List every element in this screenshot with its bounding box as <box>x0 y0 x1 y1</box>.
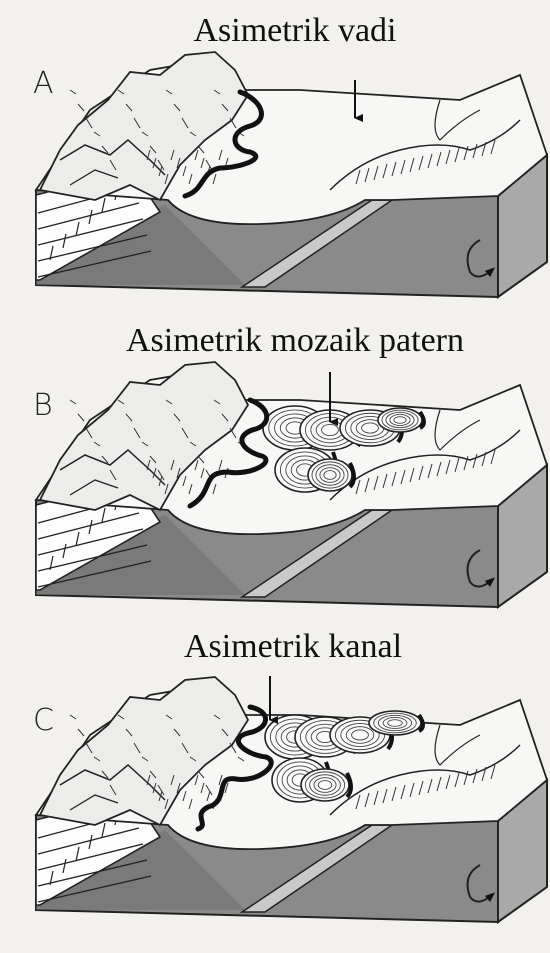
panel-b-title: Asimetrik mozaik patern <box>0 322 550 360</box>
block-diagram-a <box>36 52 547 297</box>
block-diagram-b <box>36 362 547 607</box>
meander-lobe <box>369 711 421 735</box>
block-diagram-c <box>36 677 547 922</box>
meander-lobe <box>301 769 349 801</box>
panel-c-letter: C <box>33 703 54 738</box>
meander-lobe <box>308 459 352 491</box>
panel-a-title: Asimetrik vadi <box>0 12 550 50</box>
panel-c-title: Asimetrik kanal <box>0 628 550 666</box>
panel-b-letter: B <box>33 388 53 423</box>
panel-a-letter: A <box>33 66 54 101</box>
meander-lobe <box>378 408 422 432</box>
